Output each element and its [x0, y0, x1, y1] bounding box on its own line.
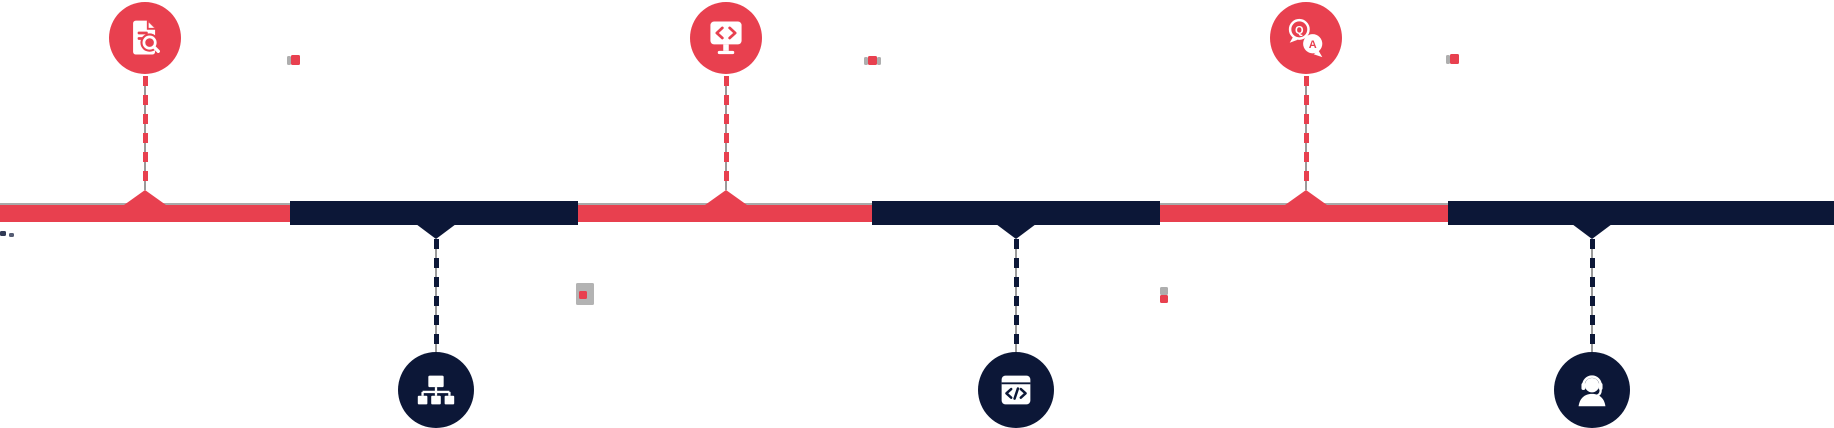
- decoration-dot: [1160, 295, 1168, 303]
- decoration-dot: [864, 57, 868, 65]
- connector-dashes: [1303, 76, 1309, 190]
- decoration-dot: [291, 55, 300, 65]
- timeline-segment-red: [1160, 205, 1448, 222]
- decoration-dot: [868, 56, 877, 65]
- connector-arrow-down: [996, 224, 1036, 239]
- timeline-segment-red: [0, 205, 290, 222]
- connector-arrow-down: [1572, 224, 1612, 239]
- decoration-dot: [1446, 55, 1450, 64]
- decoration-dot: [579, 291, 587, 299]
- code-monitor-icon: [704, 16, 748, 60]
- decoration-dot: [9, 233, 14, 237]
- connector-dashes: [433, 239, 439, 352]
- decoration-dot: [1450, 54, 1459, 64]
- milestone-node: Q A: [1270, 2, 1342, 74]
- decoration-dot: [0, 231, 6, 236]
- connector-dashes: [723, 76, 729, 190]
- qa-chat-icon: Q A: [1283, 15, 1329, 61]
- milestone-node: [690, 2, 762, 74]
- decoration-dot: [877, 57, 881, 65]
- connector-arrow-up: [705, 190, 747, 205]
- connector-dashes: [1013, 239, 1019, 352]
- connector-arrow-up: [124, 190, 166, 205]
- decoration-dot: [287, 56, 291, 65]
- timeline-segment-navy: [1448, 201, 1834, 225]
- svg-text:Q: Q: [1295, 25, 1304, 37]
- sitemap-icon: [413, 367, 459, 413]
- milestone-node: [978, 352, 1054, 428]
- connector-dashes: [142, 76, 148, 190]
- document-search-icon: [123, 16, 167, 60]
- svg-text:A: A: [1309, 39, 1317, 51]
- connector-arrow-up: [1285, 190, 1327, 205]
- timeline-segment-red: [578, 205, 872, 222]
- milestone-node: [109, 2, 181, 74]
- timeline-segment-navy: [872, 201, 1160, 225]
- connector-arrow-down: [416, 224, 456, 239]
- milestone-node: [1554, 352, 1630, 428]
- timeline-segment-navy: [290, 201, 578, 225]
- support-agent-icon: [1569, 367, 1615, 413]
- connector-dashes: [1589, 239, 1595, 352]
- milestone-node: [398, 352, 474, 428]
- code-window-icon: [993, 367, 1039, 413]
- decoration-dot: [1160, 287, 1168, 295]
